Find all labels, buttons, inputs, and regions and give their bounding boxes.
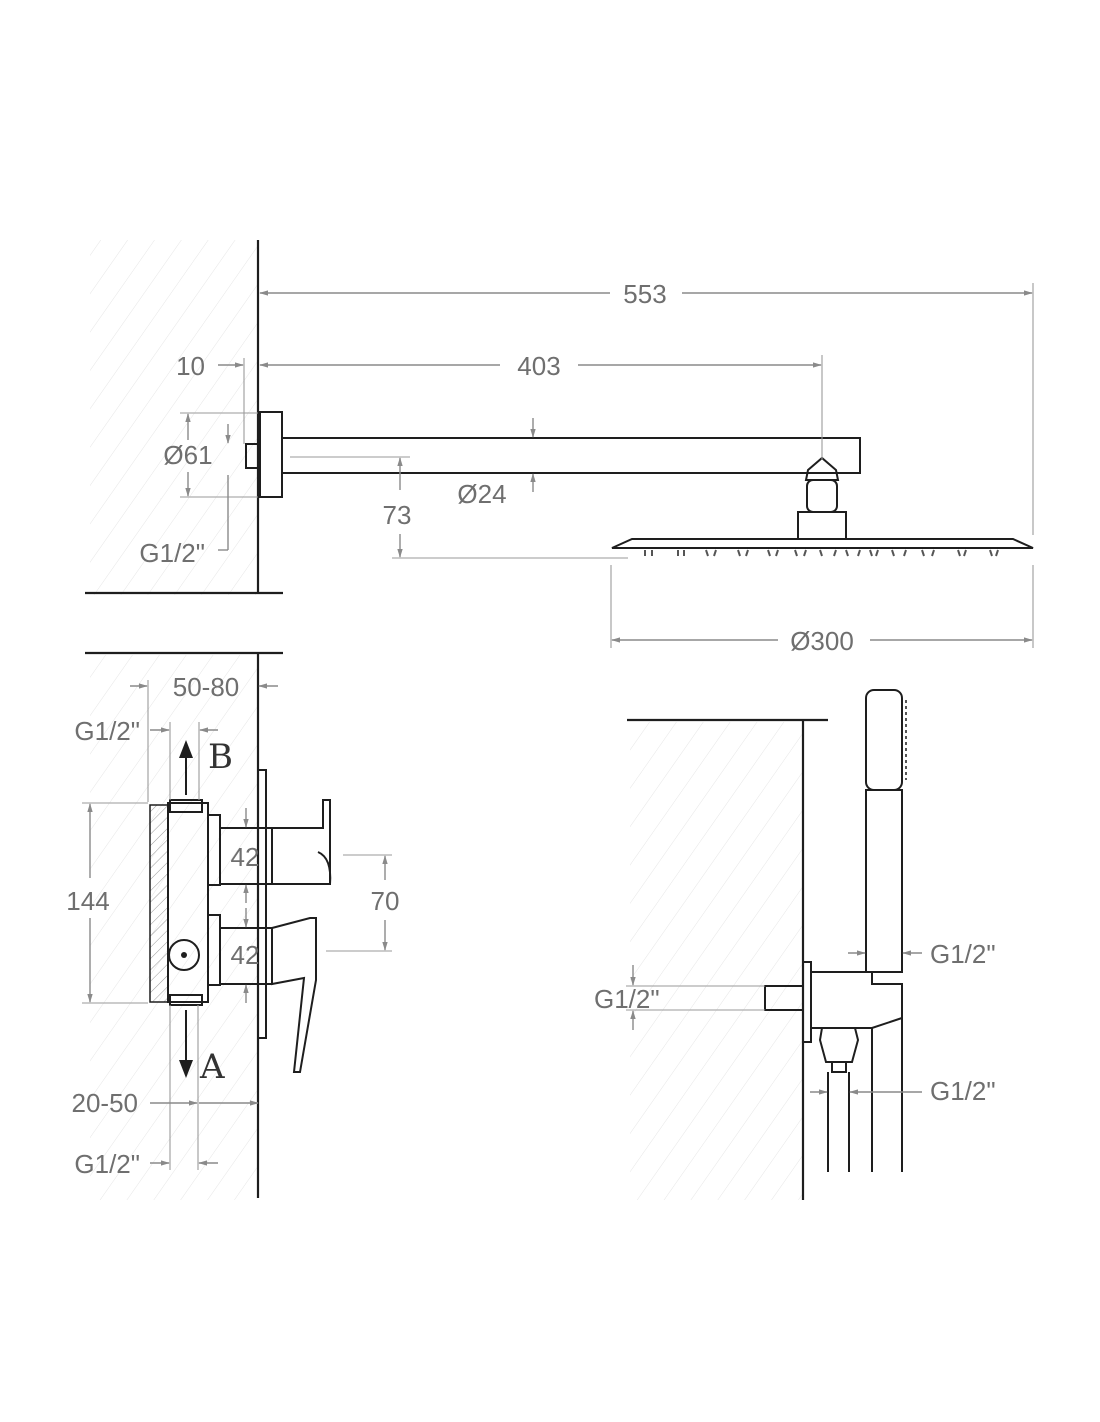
shower-head	[611, 538, 1034, 549]
head-connector	[797, 511, 847, 540]
upper-lever	[271, 799, 331, 885]
swivel-joint	[804, 456, 840, 481]
wall-hatch-hand	[630, 722, 803, 1200]
dim-42-upper: 42	[231, 842, 260, 872]
mixer-diverter-dot	[181, 952, 187, 958]
outlet-a-label: A	[199, 1047, 225, 1087]
handset-handle	[865, 789, 903, 973]
spray-nozzles	[644, 549, 999, 557]
wall-bracket-body	[810, 971, 903, 1029]
mixer-body	[167, 802, 209, 1003]
outlet-b-arrowhead	[179, 740, 193, 758]
hose-connector	[818, 1027, 860, 1063]
dim-g12-handset: G1/2"	[930, 939, 996, 969]
mixer-diverter-knob	[168, 939, 200, 971]
dim-42-lower: 42	[231, 940, 260, 970]
shower-arm	[281, 437, 861, 474]
mixer-bottom-port	[169, 994, 203, 1006]
dim-g12-hose: G1/2"	[930, 1076, 996, 1106]
cover-plate	[257, 769, 267, 1039]
upper-lever-curve	[317, 851, 332, 885]
dim-403: 403	[517, 351, 560, 381]
outlet-a-arrowhead	[179, 1060, 193, 1078]
hose-nut	[831, 1061, 847, 1073]
wall-outlet-stub	[764, 985, 804, 1011]
dim-g12-mixer-top: G1/2"	[74, 716, 140, 746]
mixer-top-port	[169, 799, 203, 813]
dim-diameter-61: Ø61	[163, 440, 212, 470]
dim-10: 10	[176, 351, 205, 381]
dim-70: 70	[371, 886, 400, 916]
dim-144: 144	[66, 886, 109, 916]
lower-lever	[271, 917, 317, 1073]
dim-553: 553	[623, 279, 666, 309]
outlet-b-label: B	[208, 737, 233, 777]
dim-diameter-24: Ø24	[457, 479, 506, 509]
dim-g12-head-inlet: G1/2"	[139, 538, 205, 568]
dim-50-80: 50-80	[173, 672, 240, 702]
dim-73: 73	[383, 500, 412, 530]
wall-inlet-stub	[245, 443, 261, 469]
head-shower-view: 553 403 10 Ø61 G1/2" Ø24 73	[85, 240, 1034, 656]
mixer-view: 50-80 G1/2" B A 144 42 42 70	[66, 651, 400, 1200]
mixer-body-hatch	[149, 804, 169, 1003]
dim-diameter-300: Ø300	[790, 626, 854, 656]
wall-flange	[259, 411, 283, 498]
dim-20-50: 20-50	[72, 1088, 139, 1118]
handset-head	[865, 689, 903, 791]
wall-bracket-plate	[802, 961, 812, 1043]
dim-g12-mixer-bottom: G1/2"	[74, 1149, 140, 1179]
dim-g12-wall-outlet: G1/2"	[594, 984, 660, 1014]
wall-hatch-top	[90, 240, 258, 595]
swivel-ball	[806, 479, 838, 513]
hand-shower-view: G1/2" G1/2" G1/2"	[594, 689, 996, 1200]
